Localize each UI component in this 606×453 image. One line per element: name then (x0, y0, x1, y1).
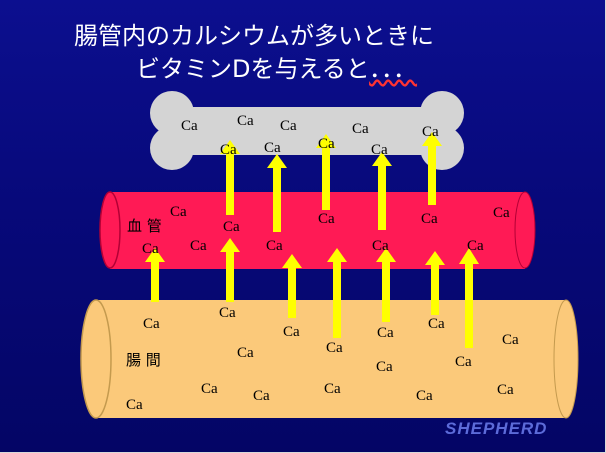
intestine-cylinder (80, 299, 579, 419)
arrows-intestine-to-blood (145, 238, 479, 348)
ca-label: Ca (266, 238, 283, 254)
arrow (316, 134, 336, 210)
ca-label: Ca (237, 345, 254, 361)
ca-label: Ca (280, 118, 297, 134)
blood-vessel-left-end (99, 191, 121, 269)
ca-label: Ca (201, 381, 218, 397)
ca-label: Ca (502, 332, 519, 348)
ca-label: Ca (371, 142, 388, 158)
ca-label: Ca (126, 397, 143, 413)
ca-label: Ca (170, 204, 187, 220)
ca-label: Ca (219, 305, 236, 321)
arrow (372, 152, 392, 230)
ca-labels-bone: Ca Ca Ca Ca Ca Ca Ca Ca Ca (181, 113, 439, 158)
arrow (282, 254, 302, 318)
title-line-1: 腸管内のカルシウムが多いときに (74, 22, 434, 50)
ca-labels-blood-vessel: Ca Ca Ca Ca Ca Ca Ca Ca Ca Ca 血 管 (127, 204, 510, 257)
intestine-body (96, 300, 566, 418)
arrow (376, 248, 396, 322)
ca-label: Ca (376, 359, 393, 375)
ca-label: Ca (467, 238, 484, 254)
blood-vessel-right-end (514, 191, 536, 269)
ca-label: Ca (318, 136, 335, 152)
arrow (327, 248, 347, 338)
ca-label: Ca (190, 238, 207, 254)
ca-label: Ca (372, 238, 389, 254)
ca-label: Ca (416, 388, 433, 404)
ca-label: Ca (421, 211, 438, 227)
ca-label: Ca (237, 113, 254, 129)
arrow (422, 132, 442, 205)
bone-right-top-knob (420, 91, 464, 135)
title-line-2: ビタミンDを与えると．．． (136, 55, 417, 83)
title-ellipsis: ．．． (369, 55, 418, 83)
bone-shape (150, 91, 464, 170)
bone-shaft (172, 107, 442, 155)
title-line-2-text: ビタミンDを与えると (136, 55, 370, 83)
ca-label: Ca (352, 121, 369, 137)
ca-label: Ca (324, 381, 341, 397)
ca-label: Ca (318, 211, 335, 227)
ca-label: Ca (142, 241, 159, 257)
bone-left-bottom-knob (150, 126, 194, 170)
shepherd-brand-logo: SHEPHERD (445, 419, 548, 438)
ca-label: Ca (283, 324, 300, 340)
intestine-left-end (80, 299, 112, 419)
blood-vessel-label: 血 管 (127, 217, 162, 235)
ca-label: Ca (455, 354, 472, 370)
ca-label: Ca (253, 388, 270, 404)
arrow (145, 248, 165, 302)
ca-label: Ca (264, 140, 281, 156)
bone-left-top-knob (150, 91, 194, 135)
ca-label: Ca (181, 118, 198, 134)
blood-vessel-body (110, 192, 525, 269)
ca-label: Ca (326, 340, 343, 356)
intestine-right-end (553, 299, 579, 419)
arrow (459, 248, 479, 348)
ca-label: Ca (143, 316, 160, 332)
ca-label: Ca (493, 205, 510, 221)
arrow (267, 154, 287, 232)
intestine-label: 腸 間 (126, 351, 161, 369)
ca-label: Ca (223, 219, 240, 235)
arrows-blood-to-bone (220, 132, 442, 232)
ca-label: Ca (422, 124, 439, 140)
arrow (220, 140, 240, 215)
arrow (425, 251, 445, 315)
ca-label: Ca (497, 382, 514, 398)
ca-labels-intestine: Ca Ca Ca Ca Ca Ca Ca Ca Ca Ca Ca Ca Ca C… (126, 305, 519, 413)
arrow (220, 238, 240, 302)
blood-vessel-cylinder (99, 191, 536, 269)
ca-label: Ca (220, 142, 237, 158)
ca-label: Ca (377, 325, 394, 341)
ca-label: Ca (428, 316, 445, 332)
